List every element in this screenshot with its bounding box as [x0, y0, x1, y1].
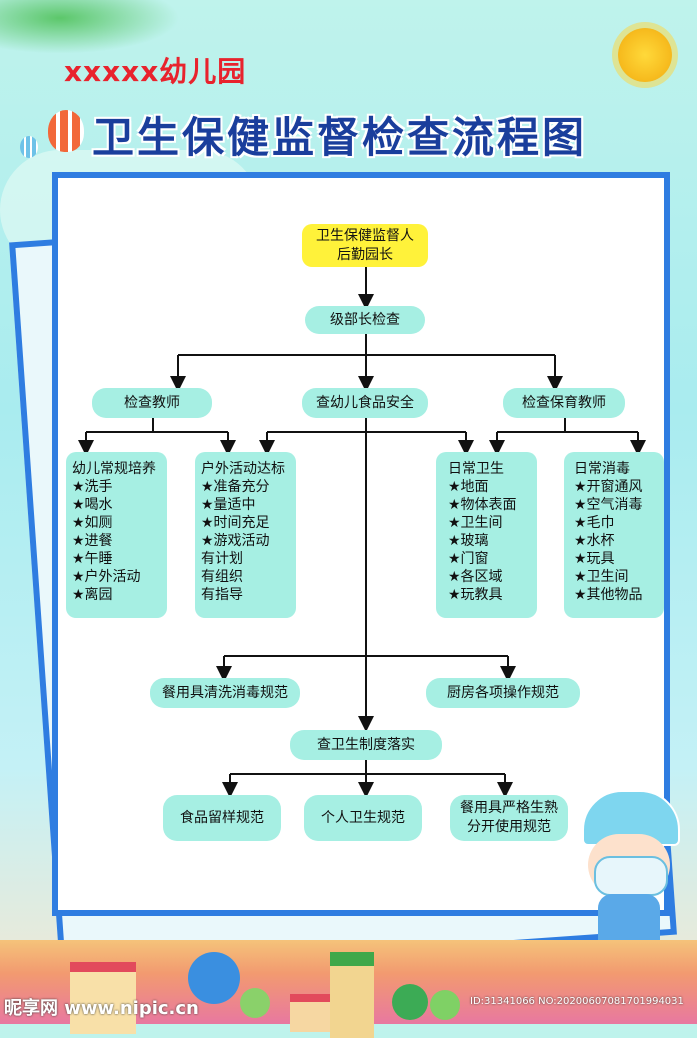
personal-hygiene-node: 个人卫生规范 [304, 795, 422, 841]
nurse-illustration [574, 790, 684, 1000]
list-item: ★开窗通风 [574, 479, 643, 495]
list-item: ★户外活动 [72, 569, 141, 585]
list-item: ★洗手 [72, 479, 113, 495]
list-item: ★物体表面 [448, 497, 517, 513]
disinfect-title: 日常消毒 [574, 461, 630, 477]
food-sample-node: 食品留样规范 [163, 795, 281, 841]
list-item: ★喝水 [72, 497, 113, 513]
house-left [70, 962, 136, 1034]
kindergarten-name: xxxxx幼儿园 [64, 55, 247, 88]
list-item: ★玩具 [574, 551, 615, 567]
outdoor-title: 户外活动达标 [201, 461, 285, 477]
system-implement-node: 查卫生制度落实 [290, 730, 442, 760]
leaf-decoration [0, 0, 200, 60]
routine-list: 幼儿常规培养 ★洗手 ★喝水 ★如厕 ★进餐 ★午睡 ★户外活动 ★离园 [66, 452, 167, 618]
list-item: ★游戏活动 [201, 533, 270, 549]
tree-icon [392, 984, 428, 1020]
list-item: ★空气消毒 [574, 497, 643, 513]
list-item: ★准备充分 [201, 479, 270, 495]
list-item: ★午睡 [72, 551, 113, 567]
outdoor-list: 户外活动达标 ★准备充分 ★量适中 ★时间充足 ★游戏活动 有计划 有组织 有指… [195, 452, 296, 618]
tableware-disinfect-node: 餐用具清洗消毒规范 [150, 678, 300, 708]
grade-head-check-node: 级部长检查 [305, 306, 425, 334]
tree-icon [188, 952, 240, 1004]
check-care-teacher-node: 检查保育教师 [503, 388, 625, 418]
list-item: ★各区域 [448, 569, 503, 585]
raw-cooked-node: 餐用具严格生熟分开使用规范 [450, 795, 568, 841]
small-balloon-icon [20, 136, 38, 158]
tree-icon [240, 988, 270, 1018]
house-center [290, 994, 330, 1032]
list-item: ★卫生间 [574, 569, 629, 585]
supervisor-node: 卫生保健监督人 后勤园长 [302, 224, 428, 267]
list-item: ★水杯 [574, 533, 615, 549]
kitchen-operation-node: 厨房各项操作规范 [426, 678, 580, 708]
list-item: ★玻璃 [448, 533, 489, 549]
food-safety-node: 查幼儿食品安全 [302, 388, 428, 418]
supervisor-line-1: 卫生保健监督人 [316, 227, 414, 244]
list-item: ★卫生间 [448, 515, 503, 531]
hot-air-balloon-icon [48, 110, 84, 152]
tree-icon [430, 990, 460, 1020]
list-item: ★地面 [448, 479, 489, 495]
tower-house [330, 952, 374, 1038]
supervisor-line-2: 后勤园长 [337, 246, 393, 263]
list-item: ★离园 [72, 587, 113, 603]
list-item: ★时间充足 [201, 515, 270, 531]
list-item: ★门窗 [448, 551, 489, 567]
list-item: ★玩教具 [448, 587, 503, 603]
list-item: ★量适中 [201, 497, 256, 513]
list-item: ★进餐 [72, 533, 113, 549]
disinfect-list: 日常消毒 ★开窗通风 ★空气消毒 ★毛巾 ★水杯 ★玩具 ★卫生间 ★其他物品 [564, 452, 664, 618]
hygiene-list: 日常卫生 ★地面 ★物体表面 ★卫生间 ★玻璃 ★门窗 ★各区域 ★玩教具 [436, 452, 537, 618]
list-item: ★如厕 [72, 515, 113, 531]
list-item: ★其他物品 [574, 587, 643, 603]
hygiene-title: 日常卫生 [448, 461, 504, 477]
page-title: 卫生保健监督检查流程图 [92, 113, 588, 162]
routine-title: 幼儿常规培养 [72, 461, 156, 477]
check-teacher-node: 检查教师 [92, 388, 212, 418]
watermark-logo: 昵享网 www.nipic.cn [4, 998, 199, 1019]
list-item: ★毛巾 [574, 515, 615, 531]
list-item: 有组织 [201, 569, 243, 585]
list-item: 有指导 [201, 587, 243, 603]
watermark-id: ID:31341066 NO:20200607081701994031 [470, 996, 684, 1007]
list-item: 有计划 [201, 551, 243, 567]
sun-icon [618, 28, 672, 82]
